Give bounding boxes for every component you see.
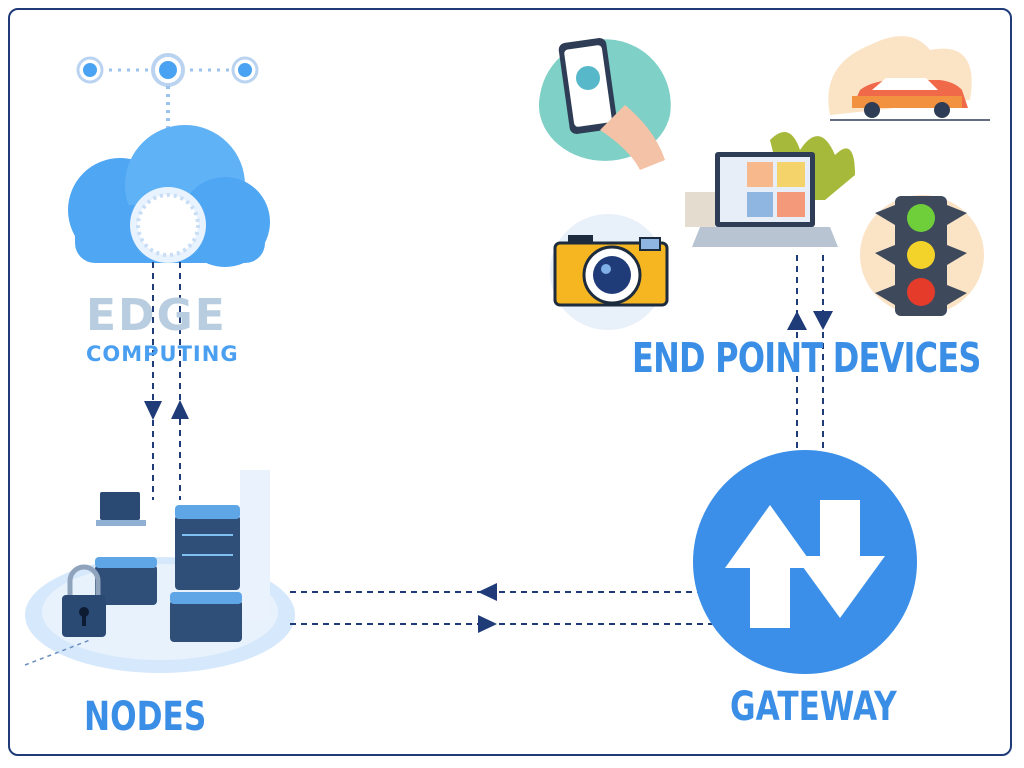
edge-nodes-arrows bbox=[144, 262, 189, 500]
nodes-gateway-arrows bbox=[290, 583, 712, 633]
camera-icon bbox=[550, 214, 669, 330]
edge-cloud-icon bbox=[68, 53, 270, 267]
edge-subtitle: COMPUTING bbox=[86, 342, 239, 366]
gateway-arrows-icon bbox=[693, 450, 917, 674]
edge-title: EDGE bbox=[86, 290, 227, 341]
car-icon bbox=[828, 36, 990, 121]
smartphone-icon bbox=[538, 38, 671, 170]
nodes-label: NODES bbox=[84, 694, 207, 740]
laptop-icon bbox=[685, 132, 855, 247]
gateway-endpoint-arrows bbox=[787, 255, 833, 455]
endpoint-devices-label: END POINT DEVICES bbox=[632, 334, 981, 382]
gateway-label: GATEWAY bbox=[730, 684, 897, 730]
traffic-light-icon bbox=[860, 195, 984, 316]
server-nodes-icon bbox=[24, 470, 295, 673]
diagram-border bbox=[8, 8, 1012, 756]
